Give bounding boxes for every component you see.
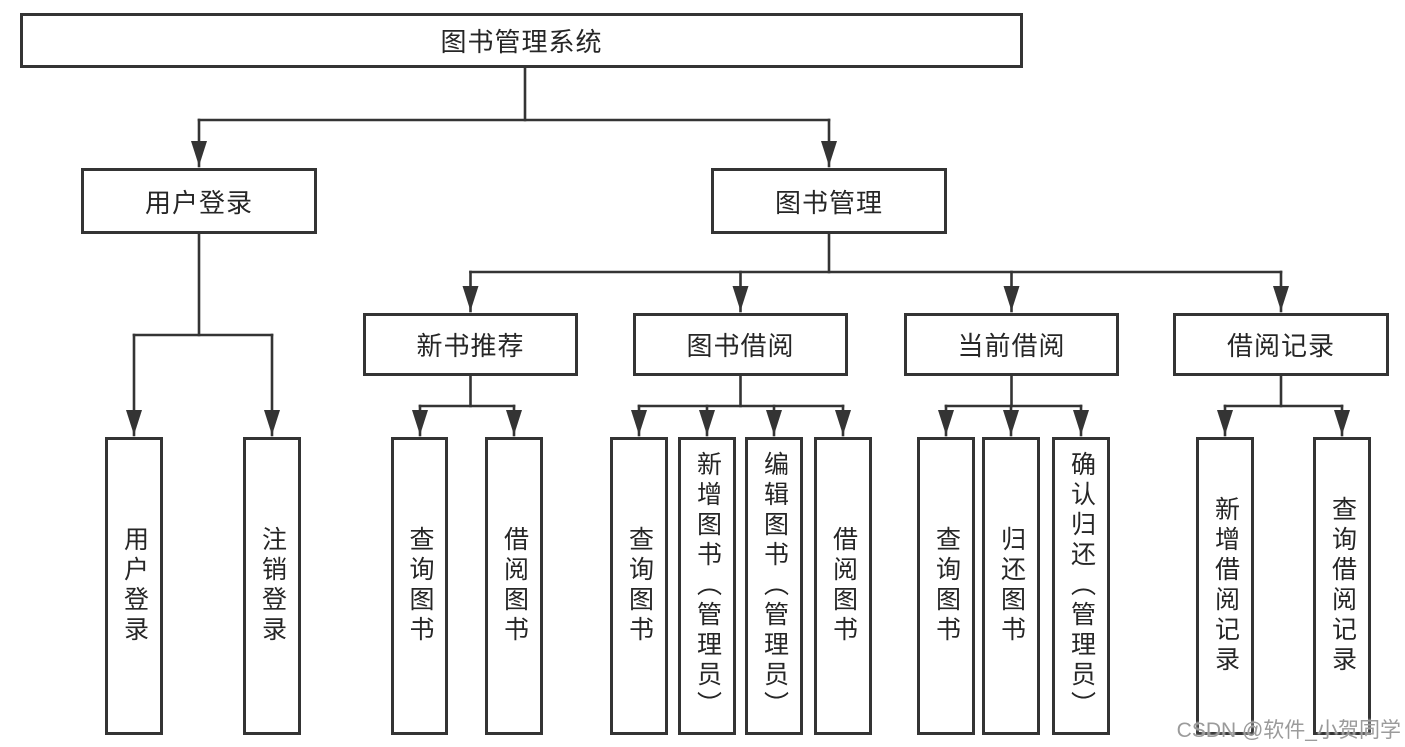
leaf-edit-book-admin-label: 编辑图书（管理员） (760, 451, 789, 721)
node-book-borrowing: 图书借阅 (633, 313, 848, 376)
leaf-edit-book-admin: 编辑图书（管理员） (745, 437, 803, 735)
node-user-login: 用户登录 (81, 168, 317, 234)
leaf-query-borrow-record-label: 查询借阅记录 (1328, 496, 1357, 676)
leaf-add-borrow-record-label: 新增借阅记录 (1211, 496, 1240, 676)
leaf-return-book-label: 归还图书 (997, 526, 1026, 646)
leaf-borrow-books-recommend-label: 借阅图书 (500, 526, 529, 646)
node-book-management: 图书管理 (711, 168, 947, 234)
node-library-system: 图书管理系统 (20, 13, 1023, 68)
leaf-query-books-borrowing-label: 查询图书 (625, 526, 654, 646)
leaf-borrow-books-borrowing-label: 借阅图书 (829, 526, 858, 646)
leaf-logout-label: 注销登录 (258, 526, 287, 646)
leaf-query-books-borrowing: 查询图书 (610, 437, 668, 735)
leaf-add-book-admin: 新增图书（管理员） (678, 437, 736, 735)
leaf-query-books-current: 查询图书 (917, 437, 975, 735)
leaf-query-books-current-label: 查询图书 (932, 526, 961, 646)
leaf-logout: 注销登录 (243, 437, 301, 735)
leaf-borrow-books-borrowing: 借阅图书 (814, 437, 872, 735)
leaf-add-book-admin-label: 新增图书（管理员） (693, 451, 722, 721)
node-borrow-records: 借阅记录 (1173, 313, 1389, 376)
leaf-confirm-return-admin-label: 确认归还（管理员） (1067, 451, 1096, 721)
leaf-query-books-recommend-label: 查询图书 (406, 526, 434, 646)
leaf-query-borrow-record: 查询借阅记录 (1313, 437, 1371, 735)
node-new-book-recommend: 新书推荐 (363, 313, 578, 376)
leaf-borrow-books-recommend: 借阅图书 (485, 437, 543, 735)
csdn-watermark: CSDN @软件_小贺同学 (1176, 719, 1401, 742)
leaf-add-borrow-record: 新增借阅记录 (1196, 437, 1254, 735)
leaf-query-books-recommend: 查询图书 (391, 437, 448, 735)
leaf-user-login-label: 用户登录 (120, 526, 149, 646)
leaf-return-book: 归还图书 (982, 437, 1040, 735)
leaf-user-login: 用户登录 (105, 437, 163, 735)
node-current-borrowing: 当前借阅 (904, 313, 1119, 376)
leaf-confirm-return-admin: 确认归还（管理员） (1052, 437, 1110, 735)
